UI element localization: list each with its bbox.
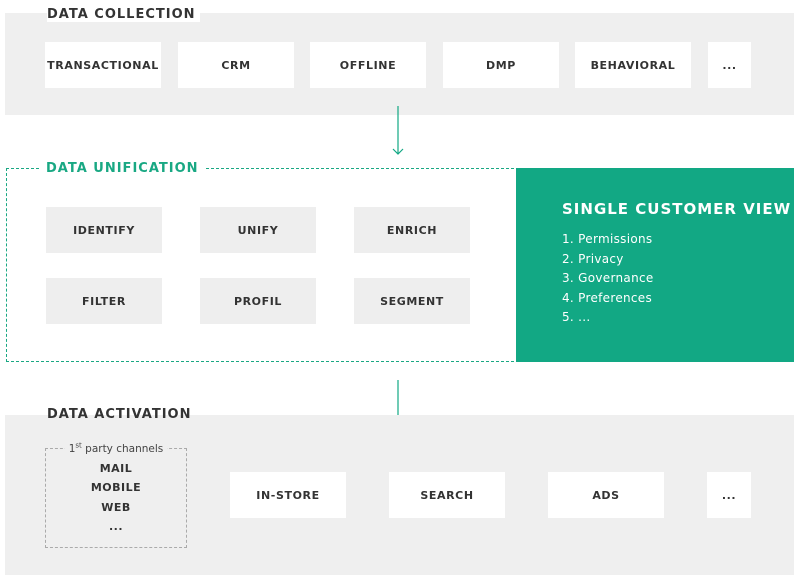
data-activation-title: DATA ACTIVATION (47, 407, 192, 422)
collection-item-behavioral: BEHAVIORAL (575, 42, 691, 88)
channel-more: ... (108, 520, 124, 533)
activation-item-more: ... (707, 472, 751, 518)
unification-item-segment: SEGMENT (354, 278, 470, 324)
unification-item-identify: IDENTIFY (46, 207, 162, 253)
single-customer-view-list: 1. Permissions 2. Privacy 3. Governance … (562, 230, 794, 328)
single-customer-view-panel: SINGLE CUSTOMER VIEW 1. Permissions 2. P… (516, 168, 794, 362)
channel-web: WEB (101, 500, 131, 514)
arrow-down-icon (391, 106, 405, 158)
data-unification-title: DATA UNIFICATION (40, 161, 205, 176)
unification-item-unify: UNIFY (200, 207, 316, 253)
collection-item-crm: CRM (178, 42, 294, 88)
collection-item-transactional: TRANSACTIONAL (45, 42, 161, 88)
scv-item-preferences: 4. Preferences (562, 290, 653, 305)
unification-item-profil: PROFIL (200, 278, 316, 324)
scv-item-privacy: 2. Privacy (562, 251, 624, 266)
activation-item-in-store: IN-STORE (230, 472, 346, 518)
scv-item-permissions: 1. Permissions (562, 232, 653, 246)
scv-item-more: 5. ... (562, 310, 591, 324)
data-collection-title: DATA COLLECTION (47, 7, 200, 22)
first-party-channels-label: 1st party channels (46, 441, 186, 455)
collection-item-more: ... (708, 42, 751, 88)
activation-item-search: SEARCH (389, 472, 505, 518)
channel-mail: MAIL (99, 461, 133, 475)
activation-item-ads: ADS (548, 472, 664, 518)
collection-item-dmp: DMP (443, 42, 559, 88)
unification-item-enrich: ENRICH (354, 207, 470, 253)
unification-item-filter: FILTER (46, 278, 162, 324)
first-party-channels-group: 1st party channels MAIL MOBILE WEB ... (45, 441, 187, 548)
collection-item-offline: OFFLINE (310, 42, 426, 88)
channel-mobile: MOBILE (90, 481, 142, 494)
scv-item-governance: 3. Governance (562, 271, 654, 285)
single-customer-view-title: SINGLE CUSTOMER VIEW (562, 200, 792, 218)
